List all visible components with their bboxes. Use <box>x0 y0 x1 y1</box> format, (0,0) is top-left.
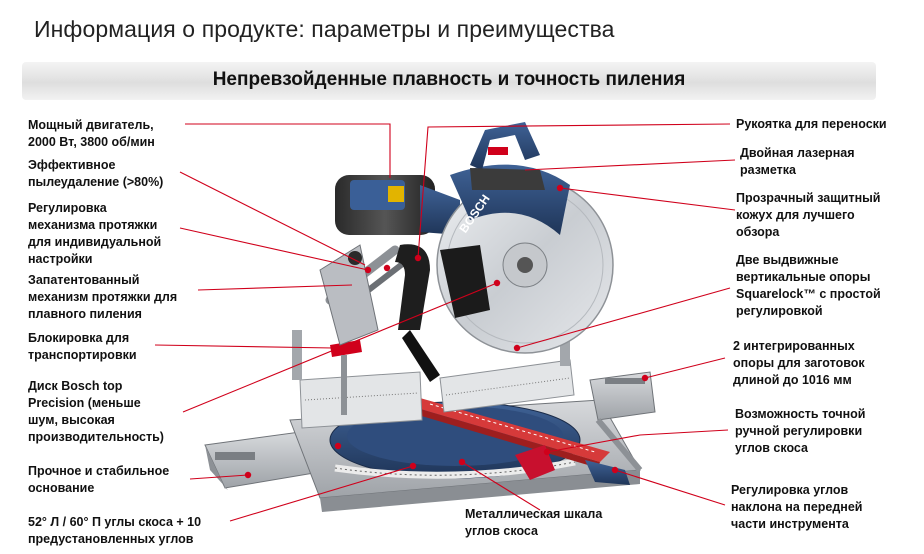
feature-label-base: Прочное и стабильное основание <box>28 464 170 495</box>
banner-text: Непревзойденные плавность и точность пил… <box>212 69 686 90</box>
motor <box>335 175 460 235</box>
feature-label-dust-extraction: Эффективное пылеудаление (>80%) <box>28 158 164 189</box>
feature-label-squarelock: Две выдвижные вертикальные опоры Squarel… <box>736 253 881 318</box>
feature-label-slide-adjustment: Регулировка механизма протяжки для индив… <box>28 201 162 266</box>
feature-label-motor: Мощный двигатель, 2000 Вт, 3800 об/мин <box>28 118 155 149</box>
feature-label-carry-handle: Рукоятка для переноски <box>736 117 887 131</box>
feature-label-bevel-front: Регулировка углов наклона на передней ча… <box>731 483 863 531</box>
feature-label-slide-mechanism: Запатентованный механизм протяжки для пл… <box>28 273 178 321</box>
feature-label-blade: Диск Bosch top Precision (меньше шум, вы… <box>28 379 164 444</box>
carry-handle <box>470 122 540 170</box>
feature-label-transport-lock: Блокировка для транспортировки <box>28 331 137 362</box>
slide-rails <box>319 244 408 346</box>
page-title: Информация о продукте: параметры и преим… <box>34 16 615 42</box>
feature-label-work-supports: 2 интегрированных опоры для заготовок дл… <box>733 339 865 387</box>
laser-unit <box>470 168 545 190</box>
feature-label-fine-adjust: Возможность точной ручной регулировки уг… <box>735 407 866 455</box>
feature-label-clear-guard: Прозрачный защитный кожух для лучшего об… <box>736 191 881 239</box>
feature-label-miter-scale: Металлическая шкала углов скоса <box>465 507 603 538</box>
feature-label-dual-laser: Двойная лазерная разметка <box>740 146 855 177</box>
headline-banner: Непревзойденные плавность и точность пил… <box>22 62 876 100</box>
feature-label-bevel-angles: 52° Л / 60° П углы скоса + 10 предустано… <box>28 515 202 546</box>
